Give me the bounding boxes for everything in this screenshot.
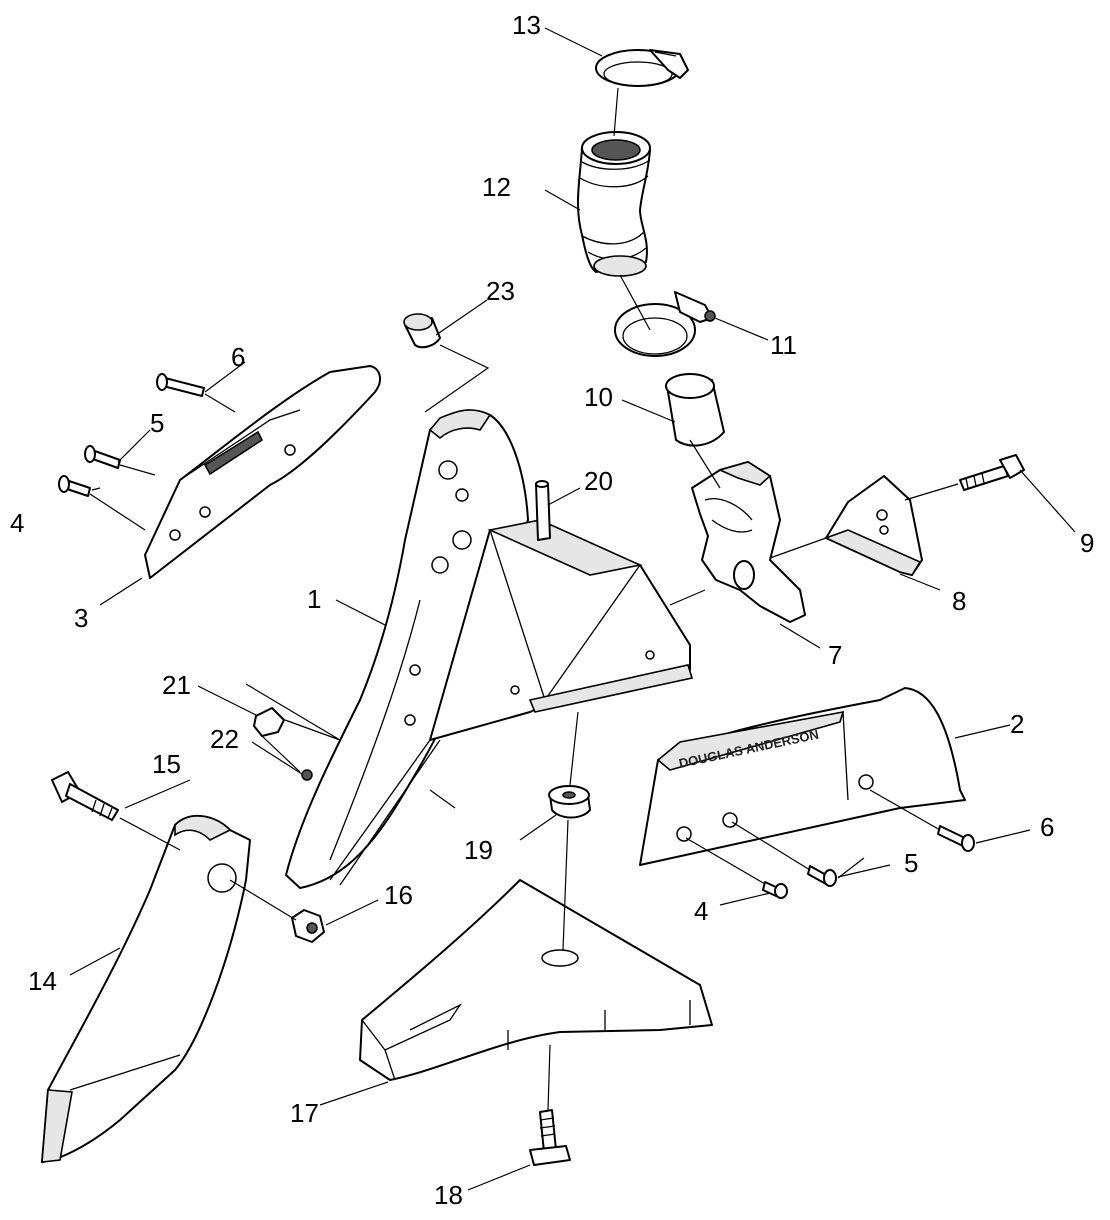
part-20-tube	[535, 480, 551, 541]
part-14-arm	[41, 814, 251, 1163]
callout-4-left: 4	[10, 508, 24, 538]
part-9-bolt	[959, 454, 1025, 491]
callout-17: 17	[290, 1098, 319, 1128]
leader-lines	[69, 27, 1076, 1191]
hopper-assembly	[329, 519, 694, 886]
part-6-screw-right	[937, 825, 975, 852]
callout-1: 1	[307, 584, 321, 614]
callout-22: 22	[210, 724, 239, 754]
callout-13: 13	[512, 10, 541, 40]
part-3-side-plate	[144, 365, 382, 579]
callout-15: 15	[152, 749, 181, 779]
part-5-screw-right	[807, 865, 837, 887]
callout-6-right: 6	[1040, 812, 1054, 842]
part-1-shank	[285, 409, 529, 889]
part-6-pin-left	[156, 373, 205, 397]
callout-5-right: 5	[904, 848, 918, 878]
part-13-hose-clamp	[595, 49, 689, 87]
callout-3: 3	[74, 603, 88, 633]
part-5-pin-left	[84, 445, 121, 469]
callout-18: 18	[434, 1180, 463, 1210]
part-23-bushing	[403, 313, 441, 349]
callout-9: 9	[1080, 528, 1094, 558]
callout-20: 20	[584, 466, 613, 496]
callout-19: 19	[464, 835, 493, 865]
part-15-bolt	[51, 771, 119, 821]
part-7-bracket	[691, 461, 806, 623]
part-2-side-plate: DOUGLAS ANDERSON	[639, 687, 966, 866]
part-4-pin-left	[58, 475, 91, 497]
callout-11: 11	[770, 330, 797, 360]
part-4-screw-right	[762, 881, 788, 899]
part-21-nut	[253, 707, 285, 737]
part-8-angle-bracket	[823, 475, 923, 576]
callout-labels: 13 12 23 11 6 5 4 3 10 20 9 8 1 7 21 22 …	[10, 10, 1094, 1210]
callout-2: 2	[1010, 709, 1024, 739]
callout-8: 8	[952, 586, 966, 616]
part-12-hose	[576, 131, 651, 277]
callout-23: 23	[486, 276, 515, 306]
callout-12: 12	[482, 172, 511, 202]
part-19-spacer	[548, 785, 591, 819]
callout-21: 21	[162, 670, 191, 700]
part-18-bolt	[529, 1109, 571, 1166]
callout-5-left: 5	[150, 408, 164, 438]
part-16-nut	[291, 909, 325, 943]
callout-10: 10	[584, 382, 613, 412]
callout-4-right: 4	[694, 896, 708, 926]
part-17-base-plate	[359, 879, 713, 1081]
part-10-sleeve	[665, 373, 725, 447]
part-11-hose-clamp	[614, 291, 716, 357]
part-22-setscrew	[301, 769, 313, 781]
callout-6-left: 6	[231, 342, 245, 372]
callout-7: 7	[828, 640, 842, 670]
callout-16: 16	[384, 880, 413, 910]
callout-14: 14	[28, 966, 57, 996]
